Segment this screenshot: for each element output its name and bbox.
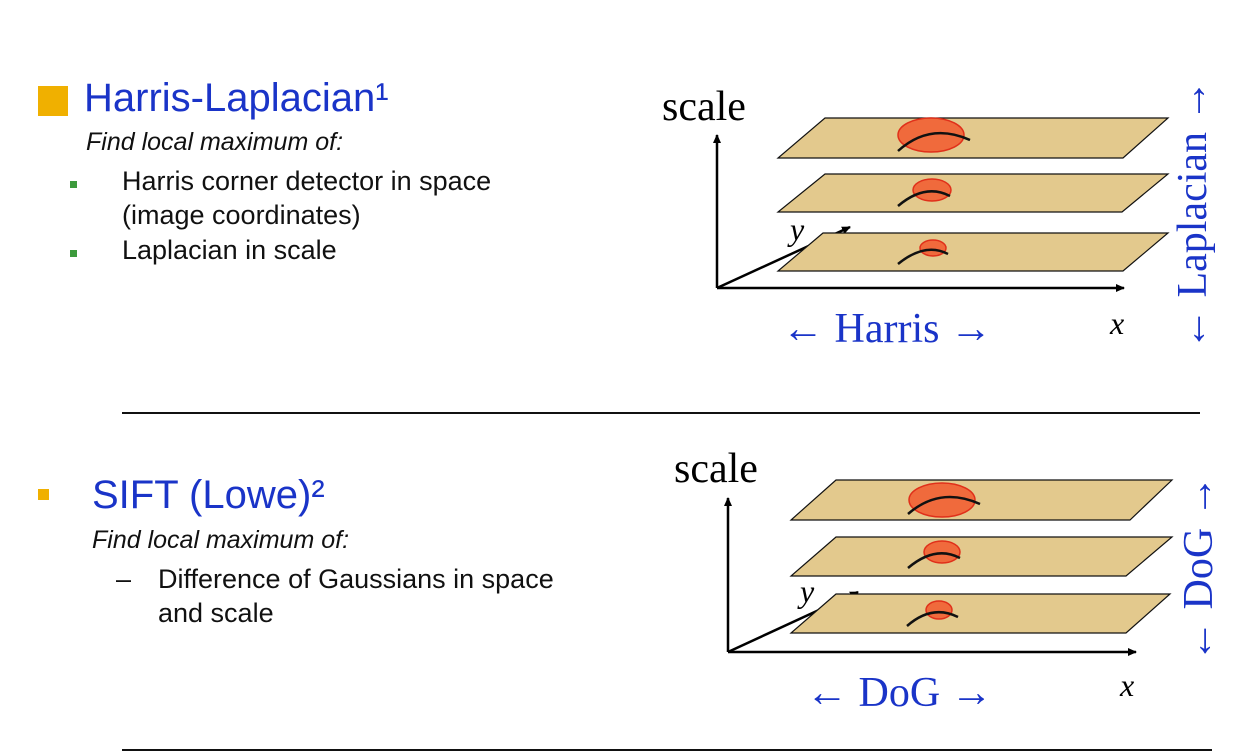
diagram2-corner-bottom (906, 610, 959, 627)
diagram1-plane-middle (776, 173, 1170, 213)
section1-subtitle: Find local maximum of: (86, 128, 344, 156)
diagram1-side-label: ← Laplacian → (1170, 79, 1216, 350)
section1-title: Harris-Laplacian¹ (84, 76, 389, 120)
diagram1-bottom-label: ← Harris → (782, 306, 992, 352)
diagram-sift-dog: scale y x ← DoG → ← DoG → (674, 446, 1222, 716)
section2-title: SIFT (Lowe)² (92, 473, 325, 517)
divider-top (122, 412, 1200, 414)
diagram1-corner-middle (897, 190, 951, 207)
diagram1-corner-top (897, 131, 971, 152)
diagram2-scale-label: scale (674, 446, 758, 492)
diagram1-plane-top (776, 117, 1170, 159)
diagram2-y-label: y (797, 573, 815, 609)
section1-item2-bullet-icon (70, 250, 77, 257)
section1-bullet-square-icon (38, 86, 68, 116)
diagram1-corner-bottom (897, 248, 949, 265)
section1-item1-bullet-icon (70, 181, 77, 188)
diagram2-blob-middle (923, 540, 961, 564)
section1-item2: Laplacian in scale (122, 235, 337, 265)
diagram2-plane-middle (789, 536, 1174, 577)
section2-item1: Difference of Gaussians in space (158, 564, 554, 594)
section2-item1-continued: and scale (158, 598, 274, 628)
diagram1-plane-bottom (776, 232, 1170, 272)
section1-item1: Harris corner detector in space (122, 166, 492, 196)
diagram2-corner-top (907, 495, 981, 515)
section1-item1-continued: (image coordinates) (122, 200, 361, 230)
diagram1-blob-bottom (919, 239, 947, 257)
diagram-harris-laplacian: scale y x ← Harris → ← Laplacian → (662, 79, 1216, 352)
diagram2-side-label: ← DoG → (1176, 475, 1222, 662)
diagram1-blob-middle (912, 178, 952, 202)
diagram2-blob-bottom (925, 600, 953, 620)
diagram2-corner-middle (907, 552, 961, 569)
diagram1-y-label: y (787, 211, 805, 247)
diagram2-plane-top (789, 479, 1174, 521)
diagram2-x-label: x (1119, 667, 1134, 703)
diagram2-plane-bottom (789, 593, 1172, 634)
diagram2-blob-top (908, 482, 976, 518)
diagram2-bottom-label: ← DoG → (806, 670, 993, 716)
section2-item-dash-icon: – (116, 564, 132, 594)
diagram1-x-label: x (1109, 305, 1124, 341)
section2-subtitle: Find local maximum of: (92, 526, 350, 554)
divider-bottom (122, 749, 1212, 751)
section2-bullet-square-icon (38, 489, 49, 500)
diagram1-scale-label: scale (662, 84, 746, 130)
